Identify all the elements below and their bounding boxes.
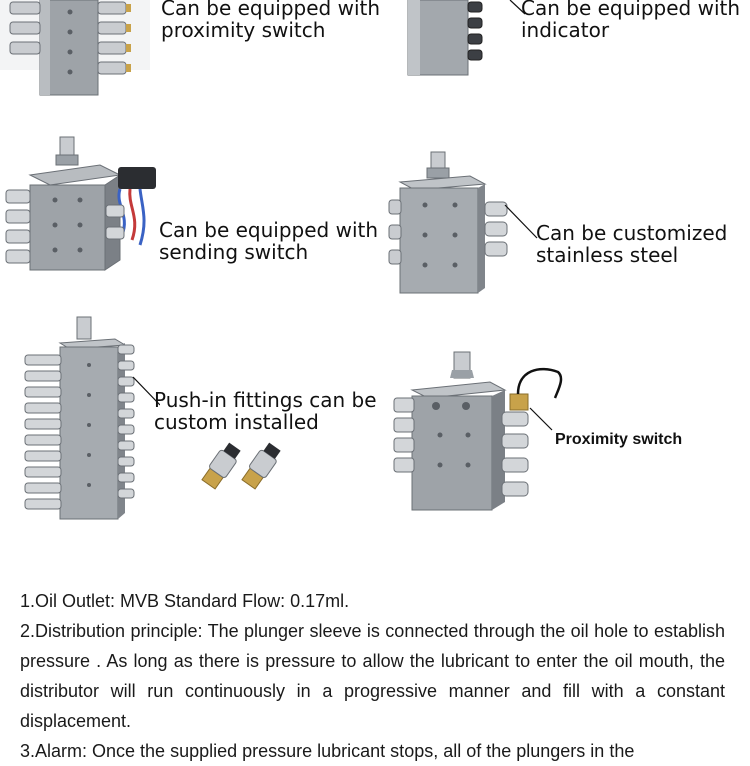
- callout-line-2: sending switch: [159, 240, 309, 264]
- callout-line-1: Can be customized: [536, 221, 728, 245]
- distributor-indicator-photo: [407, 0, 525, 76]
- callout-line-2: stainless steel: [536, 243, 679, 267]
- description-item-3: 3.Alarm: Once the supplied pressure lubr…: [20, 741, 635, 761]
- callout-line-1: Can be equipped with: [159, 218, 379, 242]
- callout-push-in: Push-in fittings can be custom installed: [154, 389, 377, 433]
- push-in-fittings-photo: [201, 442, 281, 490]
- callout-proximity-top: Can be equipped with proximity switch: [161, 0, 380, 41]
- callout-sending-switch: Can be equipped with sending switch: [159, 219, 378, 263]
- distributor-stainless-photo: [388, 151, 538, 294]
- callout-proximity-switch: Proximity switch: [555, 431, 683, 448]
- distributor-sending-switch-photo: [5, 136, 156, 271]
- distributor-proximity-switch-photo: [393, 351, 563, 511]
- callout-line-1: Can be equipped with: [161, 0, 381, 20]
- callout-stainless: Can be customized stainless steel: [536, 222, 727, 266]
- distributor-proximity-photo: [0, 0, 150, 96]
- product-description: 1.Oil Outlet: MVB Standard Flow: 0.17ml.…: [20, 586, 725, 766]
- callout-line-2: custom installed: [154, 410, 319, 434]
- callout-line-2: indicator: [521, 18, 610, 42]
- distributor-push-in-photo: [24, 316, 160, 520]
- callout-line-1: Can be equipped with: [521, 0, 741, 20]
- description-item-2: 2.Distribution principle: The plunger sl…: [20, 621, 725, 731]
- description-item-1: 1.Oil Outlet: MVB Standard Flow: 0.17ml.: [20, 591, 350, 611]
- callout-line-1: Push-in fittings can be: [154, 388, 377, 412]
- callout-line-2: proximity switch: [161, 18, 326, 42]
- callout-indicator: Can be equipped with indicator: [521, 0, 740, 41]
